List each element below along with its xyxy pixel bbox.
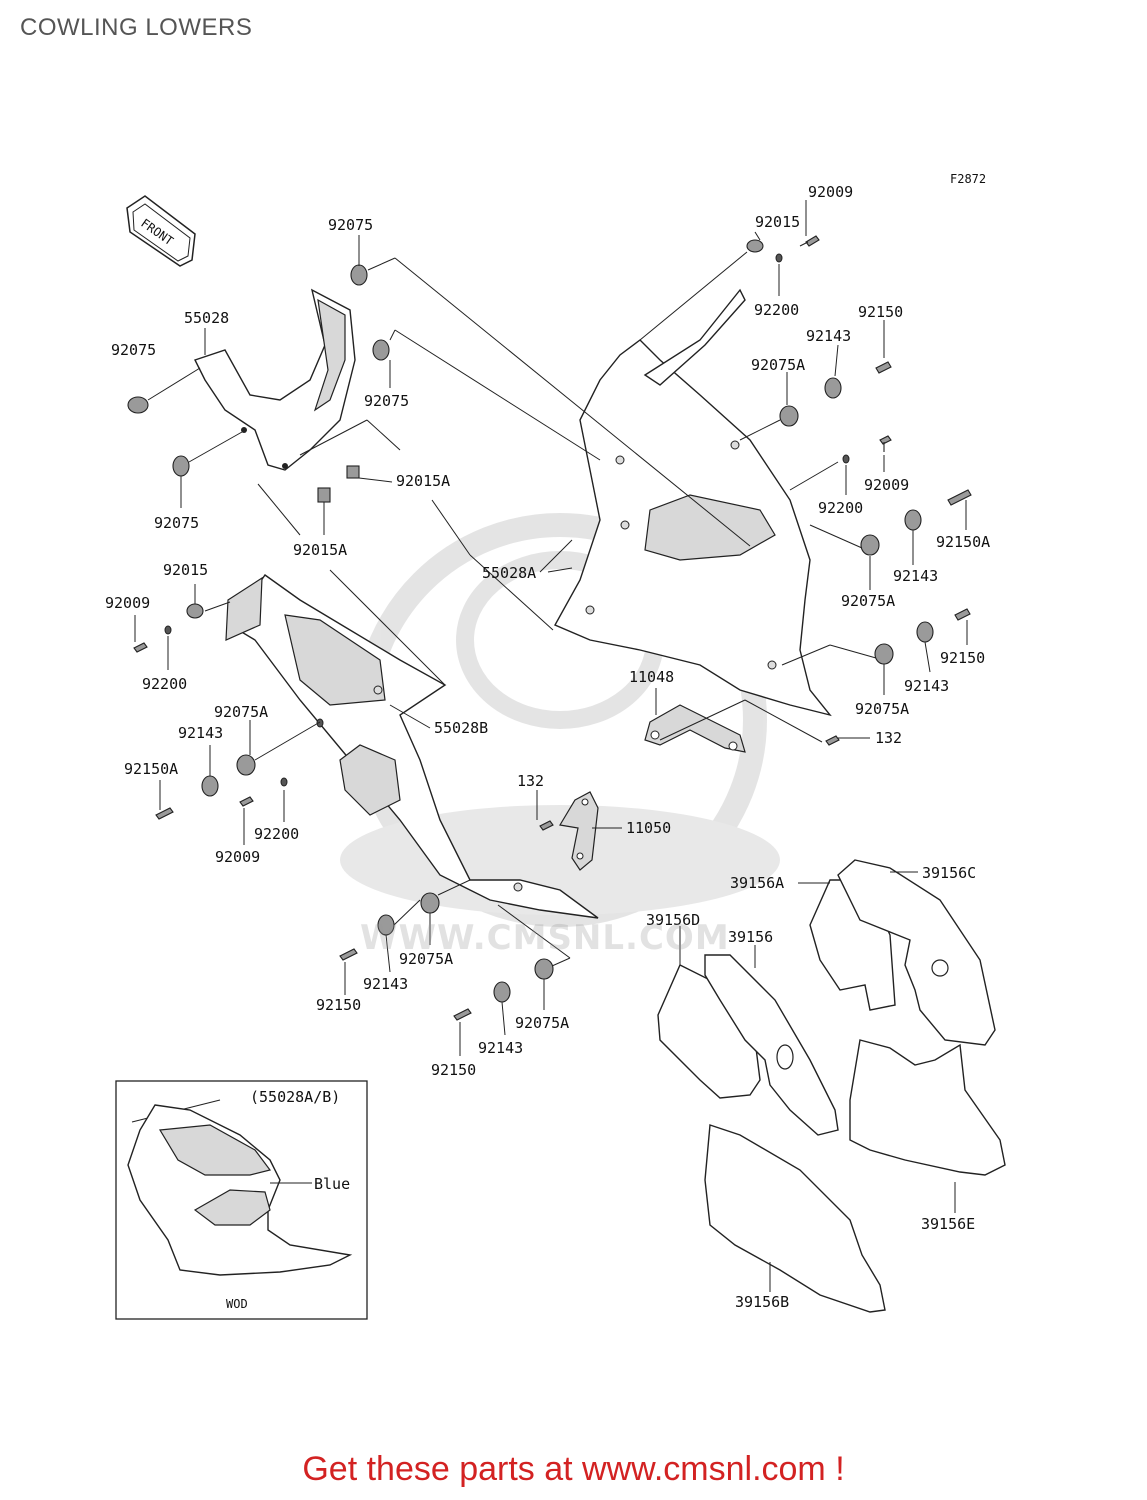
nut-92015A-b bbox=[317, 487, 331, 503]
part-label: 92200 bbox=[754, 301, 799, 319]
part-label: 92143 bbox=[904, 677, 949, 695]
part-label: 92143 bbox=[363, 975, 408, 993]
part-label: 92150 bbox=[940, 649, 985, 667]
part-label: 39156D bbox=[646, 911, 700, 929]
part-label: 92009 bbox=[215, 848, 260, 866]
part-label: 92150 bbox=[431, 1061, 476, 1079]
grommet-92075A-r2 bbox=[874, 643, 894, 665]
cta-link[interactable]: Get these parts at www.cmsnl.com ! bbox=[302, 1450, 845, 1488]
part-label: 92075A bbox=[855, 700, 909, 718]
part-label: 92200 bbox=[142, 675, 187, 693]
part-label: 92150 bbox=[316, 996, 361, 1014]
part-label: 92015A bbox=[396, 472, 450, 490]
grommet-92075-a bbox=[350, 264, 368, 286]
inset-footer: WOD bbox=[226, 1297, 248, 1311]
watermark-url: WWW.CMSNL.COM bbox=[360, 918, 730, 958]
part-label: 92015 bbox=[755, 213, 800, 231]
part-label: 92009 bbox=[808, 183, 853, 201]
part-label: 132 bbox=[517, 772, 544, 790]
part-label: 92075A bbox=[751, 356, 805, 374]
grommet-92075-d bbox=[172, 455, 190, 477]
grommet-92075A-top bbox=[779, 405, 799, 427]
collar-92015-top bbox=[746, 239, 764, 253]
inner-cowl-55028 bbox=[194, 288, 356, 471]
leader-lines bbox=[134, 200, 968, 1292]
part-label: 92009 bbox=[105, 594, 150, 612]
part-label: 92015 bbox=[163, 561, 208, 579]
part-label: 11050 bbox=[626, 819, 671, 837]
front-arrow-icon: FRONT bbox=[126, 195, 196, 267]
insulator-pad-39156E bbox=[849, 1039, 1006, 1176]
bolts bbox=[133, 235, 972, 1021]
washer-92143-left bbox=[201, 775, 219, 797]
part-label: 55028 bbox=[184, 309, 229, 327]
inset-header: (55028A/B) bbox=[250, 1088, 340, 1106]
part-label: 132 bbox=[875, 729, 902, 747]
part-label: 92075A bbox=[515, 1014, 569, 1032]
part-label: 92150A bbox=[124, 760, 178, 778]
part-label: 92075 bbox=[328, 216, 373, 234]
part-label: 11048 bbox=[629, 668, 674, 686]
part-label: 92143 bbox=[893, 567, 938, 585]
part-label: 92075 bbox=[364, 392, 409, 410]
bracket-11050 bbox=[559, 791, 599, 871]
part-label: 92200 bbox=[818, 499, 863, 517]
part-label: 55028B bbox=[434, 719, 488, 737]
grommet-92075-c bbox=[127, 396, 149, 414]
grommet-92075-b bbox=[372, 339, 390, 361]
page-title: COWLING LOWERS bbox=[20, 14, 253, 41]
part-label: 92143 bbox=[478, 1039, 523, 1057]
part-label: 92075A bbox=[399, 950, 453, 968]
grommet-92075A-bot1 bbox=[420, 892, 440, 914]
collar-92015-left bbox=[186, 603, 204, 619]
nut-92015A-a bbox=[346, 465, 360, 479]
inset-panel bbox=[115, 1080, 368, 1320]
washer-92143-top bbox=[824, 377, 842, 399]
lower-cowl-55028A bbox=[554, 288, 832, 717]
insulator-pad-39156C bbox=[837, 859, 996, 1046]
hardware bbox=[127, 235, 972, 1021]
grommet-92075A-r1 bbox=[860, 534, 880, 556]
washer-92143-r1 bbox=[904, 509, 922, 531]
lower-cowl-55028B bbox=[225, 574, 599, 919]
part-label: 92150 bbox=[858, 303, 903, 321]
part-label: 39156C bbox=[922, 864, 976, 882]
washer-92143-r2 bbox=[916, 621, 934, 643]
part-label: 92075A bbox=[214, 703, 268, 721]
figure-code: F2872 bbox=[950, 172, 986, 186]
grommet-92075A-bot2 bbox=[534, 958, 554, 980]
insulator-pad-39156B bbox=[704, 1124, 886, 1313]
part-label: 55028A bbox=[482, 564, 536, 582]
part-label: 92143 bbox=[178, 724, 223, 742]
part-label: 92150A bbox=[936, 533, 990, 551]
part-label: 39156 bbox=[728, 928, 773, 946]
inset-color-note: Blue bbox=[314, 1175, 350, 1193]
part-label: 92075 bbox=[154, 514, 199, 532]
washer-92143-bot2 bbox=[493, 981, 511, 1003]
part-label: 92009 bbox=[864, 476, 909, 494]
insulator-pad-39156 bbox=[704, 954, 839, 1136]
part-label: 39156B bbox=[735, 1293, 789, 1311]
part-label: 92075 bbox=[111, 341, 156, 359]
part-label: 39156E bbox=[921, 1215, 975, 1233]
part-label: 92015A bbox=[293, 541, 347, 559]
part-label: 92143 bbox=[806, 327, 851, 345]
part-label: 39156A bbox=[730, 874, 784, 892]
part-label: 92075A bbox=[841, 592, 895, 610]
bracket-11048 bbox=[644, 704, 746, 753]
grommet-92075A-left bbox=[236, 754, 256, 776]
part-labels: 92009 92015 92200 92150 92143 92075A 920… bbox=[105, 183, 990, 1311]
part-label: 92200 bbox=[254, 825, 299, 843]
